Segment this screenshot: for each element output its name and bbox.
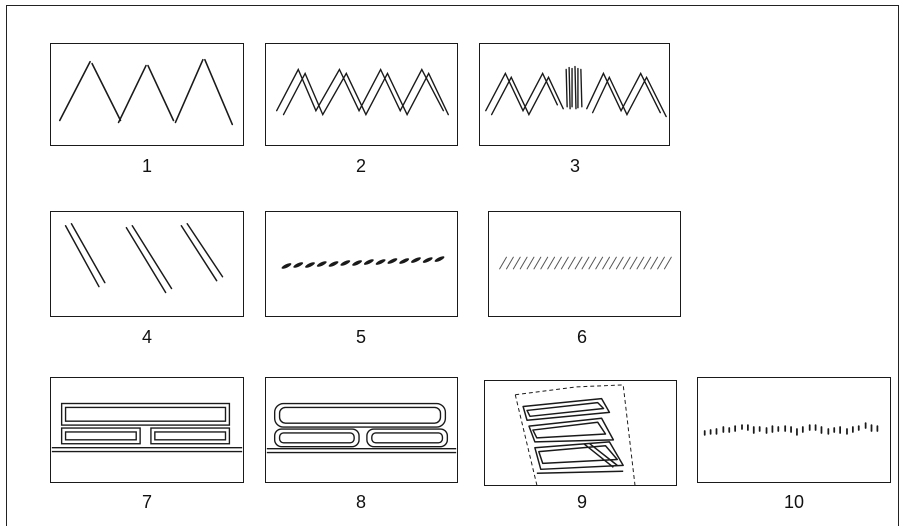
label-9: 9 <box>576 492 587 512</box>
panel-8-rounded-outline-shape <box>265 377 458 483</box>
panel-4-parallel-diagonals <box>50 211 244 317</box>
zigzag-single-lines <box>58 58 234 126</box>
panel-9-warped-grid <box>484 380 677 486</box>
panel-6-hatching <box>488 211 681 317</box>
label-5: 5 <box>355 327 366 347</box>
outlined-rounded-form <box>266 402 457 454</box>
label-7: 7 <box>141 492 152 512</box>
label-8: 8 <box>355 492 366 512</box>
row-of-lens-strokes <box>281 256 445 269</box>
distorted-outline-grid <box>514 384 636 485</box>
label-6: 6 <box>576 327 587 347</box>
panel-5-lens-marks <box>265 211 458 317</box>
row-of-short-marks <box>703 422 879 436</box>
label-10: 10 <box>783 492 805 512</box>
fine-hatch-strokes <box>499 256 672 270</box>
zigzag-with-vertical-bundle <box>485 65 667 118</box>
parallel-diagonal-pairs <box>64 223 224 294</box>
panel-3-zigzag-bundle <box>479 43 670 146</box>
panel-10-short-dashes <box>697 377 891 483</box>
label-4: 4 <box>141 327 152 347</box>
figure-frame <box>6 5 899 526</box>
label-1: 1 <box>141 156 152 176</box>
label-2: 2 <box>355 156 366 176</box>
panel-1-zigzag <box>50 43 244 146</box>
label-3: 3 <box>569 156 580 176</box>
panel-7-square-outline-shape <box>50 377 244 483</box>
outlined-square-cornered-form <box>51 402 243 453</box>
zigzag-double-lines <box>275 67 449 117</box>
panel-2-double-zigzag <box>265 43 458 146</box>
